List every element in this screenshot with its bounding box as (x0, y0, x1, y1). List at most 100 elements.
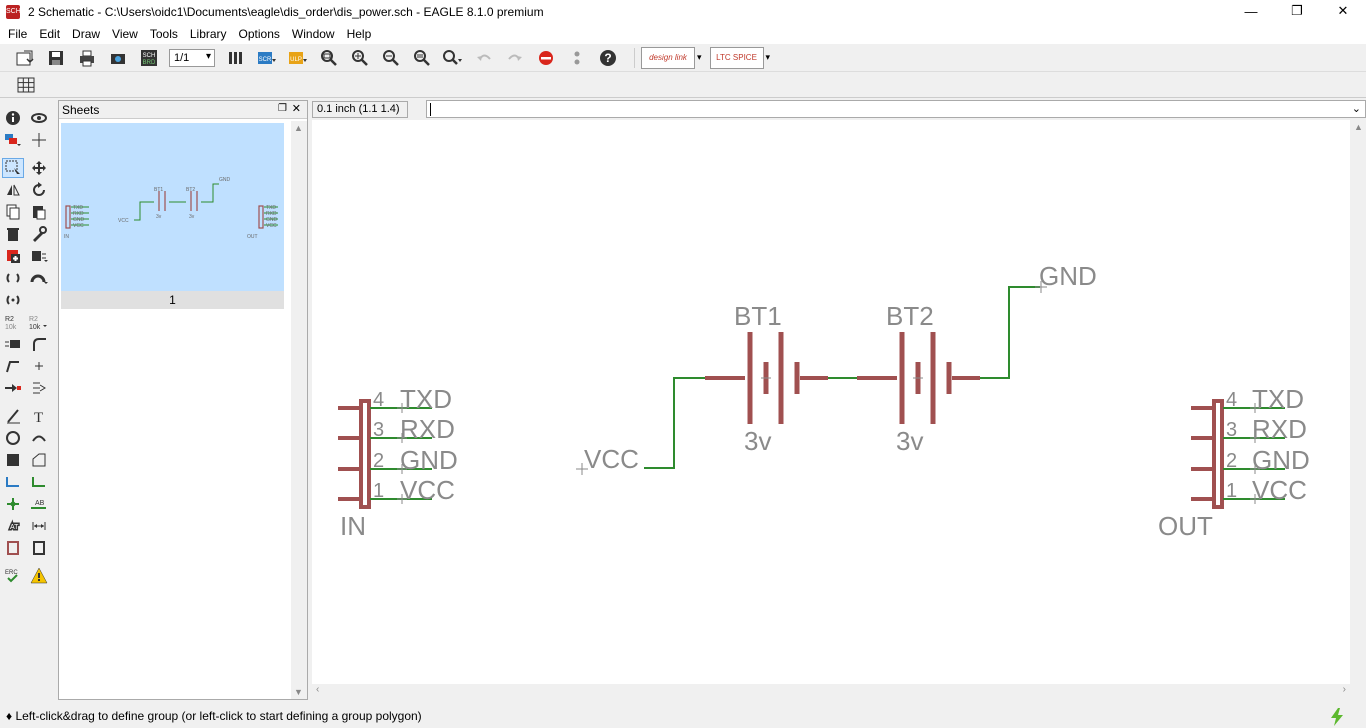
show-icon[interactable] (28, 108, 50, 128)
polygon-icon[interactable] (28, 450, 50, 470)
lightning-icon[interactable] (1330, 708, 1344, 728)
move-icon[interactable] (28, 158, 50, 178)
add-part-icon[interactable] (2, 246, 24, 266)
in-connector-symbol[interactable] (338, 399, 432, 509)
go-icon[interactable] (566, 47, 588, 69)
menu-library[interactable]: Library (189, 27, 227, 41)
smash-icon[interactable] (2, 334, 24, 354)
net-icon[interactable] (28, 472, 50, 492)
menu-help[interactable]: Help (346, 27, 372, 41)
zoom-out-icon[interactable] (380, 47, 402, 69)
out-connector-symbol[interactable] (1191, 399, 1285, 509)
gateswap-icon[interactable] (28, 378, 50, 398)
swap-icon[interactable] (2, 268, 24, 288)
menu-file[interactable]: File (8, 27, 28, 41)
menu-view[interactable]: View (112, 27, 138, 41)
zoom-fit-icon[interactable] (318, 47, 340, 69)
ltspice-button[interactable]: LTC SPICE (709, 46, 764, 69)
grid-icon[interactable] (16, 76, 36, 94)
invoke-icon[interactable] (28, 268, 50, 288)
group-icon[interactable] (2, 158, 24, 178)
zoom-previous-icon[interactable] (442, 47, 464, 69)
undo-icon[interactable] (473, 47, 495, 69)
command-line-input[interactable]: ⌄ (426, 100, 1366, 118)
command-history-dropdown-icon[interactable]: ⌄ (1351, 103, 1361, 115)
canvas-scroll-left-icon[interactable]: ‹ (316, 684, 320, 695)
sheet-selector[interactable]: 1/1 (169, 48, 215, 67)
power-net[interactable] (644, 286, 1040, 469)
menu-draw[interactable]: Draw (72, 27, 101, 41)
designlink-dropdown-icon[interactable]: ▾ (697, 52, 702, 62)
wire-icon[interactable] (2, 406, 24, 426)
dimension-icon[interactable] (28, 516, 50, 536)
junction-icon[interactable] (2, 494, 24, 514)
library-icon[interactable] (225, 47, 247, 69)
copy-icon[interactable] (2, 202, 24, 222)
split-icon[interactable] (2, 356, 24, 376)
stop-icon[interactable] (535, 47, 557, 69)
ltspice-dropdown-icon[interactable]: ▾ (765, 52, 771, 62)
sheet-number[interactable]: 1 (61, 291, 284, 309)
zoom-in-icon[interactable] (349, 47, 371, 69)
label-icon[interactable]: AB (28, 494, 50, 514)
open-icon[interactable] (14, 47, 36, 69)
help-icon[interactable]: ? (597, 47, 619, 69)
mark-icon[interactable] (28, 130, 50, 150)
battery-bt2-symbol[interactable] (857, 332, 980, 424)
info-icon[interactable] (2, 108, 24, 128)
svg-text:3v: 3v (189, 214, 195, 220)
rotate-icon[interactable] (28, 180, 50, 200)
canvas-scroll-right-icon[interactable]: › (1342, 684, 1346, 695)
menu-window[interactable]: Window (291, 27, 335, 41)
change-icon[interactable] (28, 224, 50, 244)
arc-icon[interactable] (28, 428, 50, 448)
scroll-up-icon[interactable]: ▲ (294, 123, 303, 133)
replace-icon[interactable] (28, 246, 50, 266)
redo-icon[interactable] (504, 47, 526, 69)
zoom-select-icon[interactable] (411, 47, 433, 69)
slice-icon[interactable] (2, 378, 24, 398)
attribute-icon[interactable]: AT (2, 516, 24, 536)
erc-icon[interactable]: ERC (2, 566, 24, 586)
cam-icon[interactable] (107, 47, 129, 69)
optimize-icon[interactable] (28, 356, 50, 376)
frame-icon[interactable] (2, 538, 24, 558)
module-icon[interactable] (28, 538, 50, 558)
circle-icon[interactable] (2, 428, 24, 448)
bus-icon[interactable] (2, 472, 24, 492)
miter-icon[interactable] (28, 334, 50, 354)
script-icon[interactable]: SCR (256, 47, 278, 69)
errors-warning-icon[interactable] (28, 566, 50, 586)
scroll-down-icon[interactable]: ▼ (294, 687, 303, 697)
minimize-button[interactable]: — (1244, 3, 1258, 19)
designlink-button[interactable]: design link (641, 46, 695, 69)
pinswap-icon[interactable] (2, 290, 24, 310)
mirror-icon[interactable] (2, 180, 24, 200)
float-icon[interactable]: ❐ (278, 103, 287, 114)
print-icon[interactable] (76, 47, 98, 69)
menu-options[interactable]: Options (238, 27, 280, 41)
paste-icon[interactable] (28, 202, 50, 222)
canvas-vertical-scrollbar[interactable]: ▲ (1350, 120, 1366, 684)
save-icon[interactable] (45, 47, 67, 69)
delete-icon[interactable] (2, 224, 24, 244)
close-button[interactable]: ✕ (1337, 3, 1349, 18)
display-layers-icon[interactable] (2, 130, 24, 150)
rect-icon[interactable] (2, 450, 24, 470)
sheets-scrollbar[interactable]: ▲ ▼ (291, 121, 307, 699)
schematic-canvas[interactable]: 4 TXD 3 RXD 2 GND 1 VCC IN (312, 120, 1350, 684)
ulp-icon[interactable]: ULP (287, 47, 309, 69)
close-panel-icon[interactable]: ✕ (291, 103, 301, 115)
canvas-horizontal-scrollbar[interactable]: ‹ › (312, 684, 1350, 698)
menu-edit[interactable]: Edit (39, 27, 61, 41)
svg-text:R2: R2 (5, 316, 14, 323)
text-icon[interactable]: T (28, 406, 50, 426)
menu-tools[interactable]: Tools (149, 27, 178, 41)
canvas-scroll-up-icon[interactable]: ▲ (1354, 122, 1363, 132)
maximize-button[interactable]: ❐ (1291, 3, 1303, 18)
battery-bt1-symbol[interactable] (705, 332, 828, 424)
